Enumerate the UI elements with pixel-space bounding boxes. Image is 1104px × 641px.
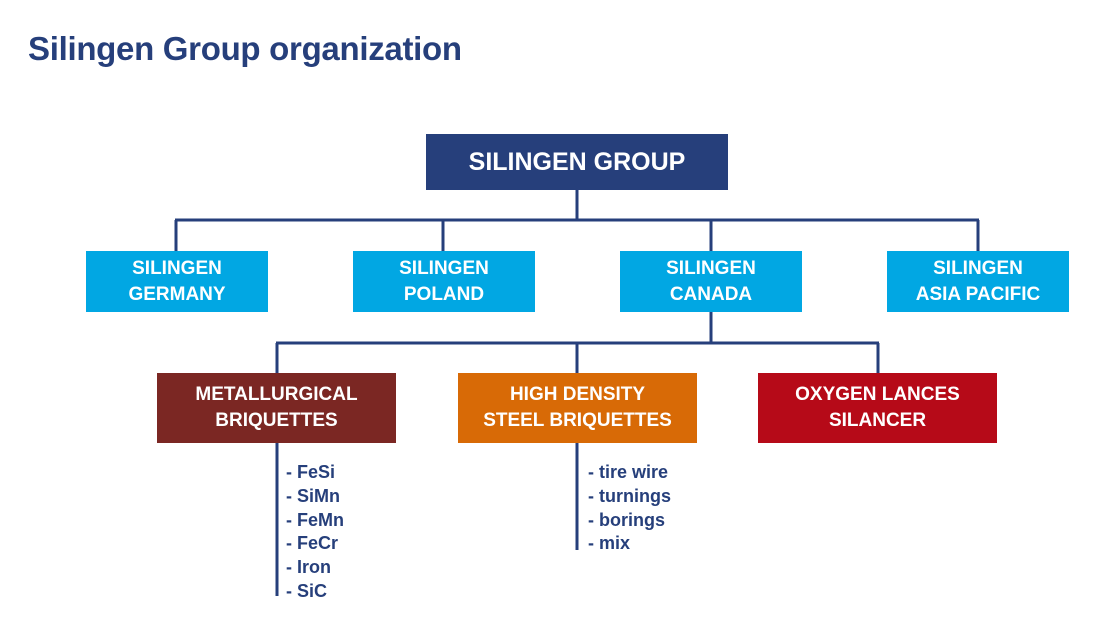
product-label-line1: METALLURGICAL xyxy=(195,384,358,405)
list-item: - FeSi xyxy=(286,462,336,482)
product-label-line1: HIGH DENSITY xyxy=(509,384,646,405)
subsidiary-label-line1: SILINGEN xyxy=(132,257,222,279)
product-label-line2: STEEL BRIQUETTES xyxy=(483,410,672,431)
subsidiary-label-line2: GERMANY xyxy=(128,283,226,305)
subsidiary-label-line2: CANADA xyxy=(669,283,753,305)
subsidiary-silingen-asia-pacific: SILINGEN ASIA PACIFIC xyxy=(887,251,1069,312)
subsidiary-label-line2: ASIA PACIFIC xyxy=(915,283,1041,305)
root-node-label: SILINGEN GROUP xyxy=(468,148,686,176)
list-item: - FeCr xyxy=(286,533,339,554)
product-label-line2: BRIQUETTES xyxy=(215,410,338,431)
product-label-line1: OXYGEN LANCES xyxy=(795,384,960,405)
product-high-density-steel-briquettes: HIGH DENSITY STEEL BRIQUETTES xyxy=(458,373,697,443)
list-item: - turnings xyxy=(588,485,671,506)
list-item: - tire wire xyxy=(588,462,669,482)
list-item: - Iron xyxy=(286,557,331,578)
subsidiary-label-line1: SILINGEN xyxy=(933,257,1023,279)
metallurgical-materials-list: - FeSi - SiMn - FeMn - FeCr - Iron - SiC xyxy=(286,461,344,604)
list-item: - mix xyxy=(588,533,631,554)
subsidiary-label-line2: POLAND xyxy=(403,283,485,305)
subsidiary-label-line1: SILINGEN xyxy=(666,257,756,279)
product-metallurgical-briquettes: METALLURGICAL BRIQUETTES xyxy=(157,373,396,443)
page-title: Silingen Group organization xyxy=(28,30,462,67)
list-item: - FeMn xyxy=(286,509,344,530)
product-oxygen-lances-silancer: OXYGEN LANCES SILANCER xyxy=(758,373,997,443)
subsidiary-silingen-germany: SILINGEN GERMANY xyxy=(86,251,268,312)
list-item: - SiC xyxy=(286,580,328,601)
steel-materials-list: - tire wire - turnings - borings - mix xyxy=(588,461,671,556)
subsidiary-label-line1: SILINGEN xyxy=(399,257,489,279)
root-node-silingen-group: SILINGEN GROUP xyxy=(426,134,728,190)
product-label-line2: SILANCER xyxy=(828,410,927,431)
list-item: - borings xyxy=(588,509,665,530)
subsidiary-silingen-canada: SILINGEN CANADA xyxy=(620,251,802,312)
subsidiary-silingen-poland: SILINGEN POLAND xyxy=(353,251,535,312)
list-item: - SiMn xyxy=(286,485,340,506)
